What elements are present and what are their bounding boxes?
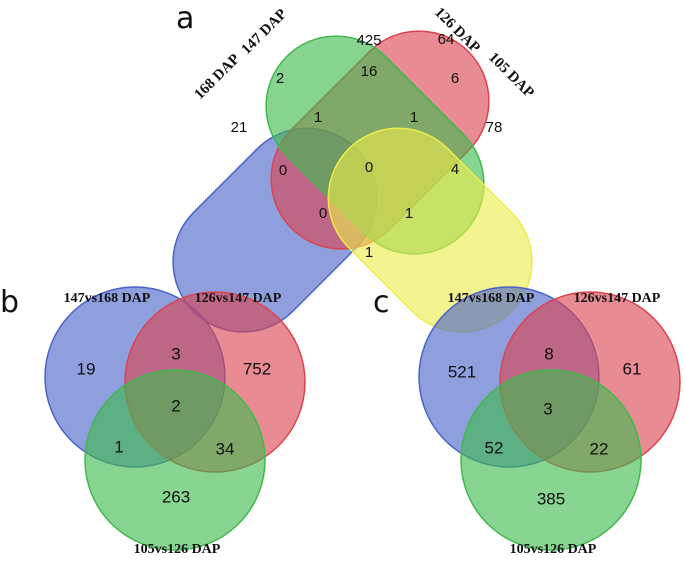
count-168-126: 0 (279, 162, 287, 179)
count-147-126-105: 1 (410, 109, 418, 126)
count-168-105: 1 (365, 244, 373, 261)
count-105-only: 78 (486, 119, 503, 136)
count-126-105: 6 (451, 70, 459, 87)
count-all-four: 0 (365, 159, 373, 176)
count-147-168-126: 1 (314, 109, 322, 126)
label-b-147vs168: 147vs168 DAP (64, 291, 151, 306)
count-c-center: 3 (543, 399, 552, 418)
panel-b: b 147vs168 DAP 126vs147 DAP 105vs126 DAP… (0, 285, 306, 557)
count-b-left-only: 19 (77, 359, 96, 378)
count-c-right-only: 61 (623, 359, 642, 378)
count-147-126: 16 (361, 63, 378, 80)
count-126-only: 64 (438, 31, 455, 48)
count-147-168-105: 1 (405, 205, 413, 222)
count-c-bottom-only: 385 (537, 489, 565, 508)
count-147-105: 4 (451, 161, 459, 178)
count-b-bottom-only: 263 (162, 487, 190, 506)
count-147-only: 425 (356, 32, 381, 49)
label-c-147vs168: 147vs168 DAP (448, 291, 535, 306)
count-c-left-only: 521 (448, 362, 476, 381)
label-168-dap: 168 DAP (192, 51, 244, 103)
panel-a-letter: a (176, 1, 194, 36)
panel-b-letter: b (0, 285, 19, 320)
label-147-dap: 147 DAP (239, 6, 291, 58)
label-105-dap: 105 DAP (485, 50, 537, 102)
count-147-168: 2 (276, 70, 284, 87)
count-c-right-bottom: 22 (590, 439, 609, 458)
count-c-left-bottom: 52 (485, 438, 504, 457)
count-b-left-right: 3 (171, 344, 180, 363)
label-c-126vs147: 126vs147 DAP (574, 291, 661, 306)
set-105vs126-dap (460, 369, 642, 551)
label-b-126vs147: 126vs147 DAP (195, 291, 282, 306)
count-b-center: 2 (171, 396, 180, 415)
label-c-105vs126: 105vs126 DAP (510, 542, 597, 557)
venn3-c-sets (418, 286, 681, 551)
panel-c-letter: c (373, 285, 390, 320)
count-168-only: 21 (231, 119, 248, 136)
count-b-right-bottom: 34 (216, 439, 235, 458)
count-168-126-105: 0 (319, 205, 327, 222)
set-105vs126-dap (84, 369, 266, 551)
venn4-sets (172, 30, 533, 333)
label-b-105vs126: 105vs126 DAP (134, 542, 221, 557)
count-c-left-right: 8 (544, 344, 553, 363)
panel-c: c 147vs168 DAP 126vs147 DAP 105vs126 DAP… (373, 285, 681, 557)
count-b-right-only: 752 (243, 359, 271, 378)
count-b-left-bottom: 1 (114, 437, 123, 456)
venn3-b-sets (44, 286, 306, 551)
